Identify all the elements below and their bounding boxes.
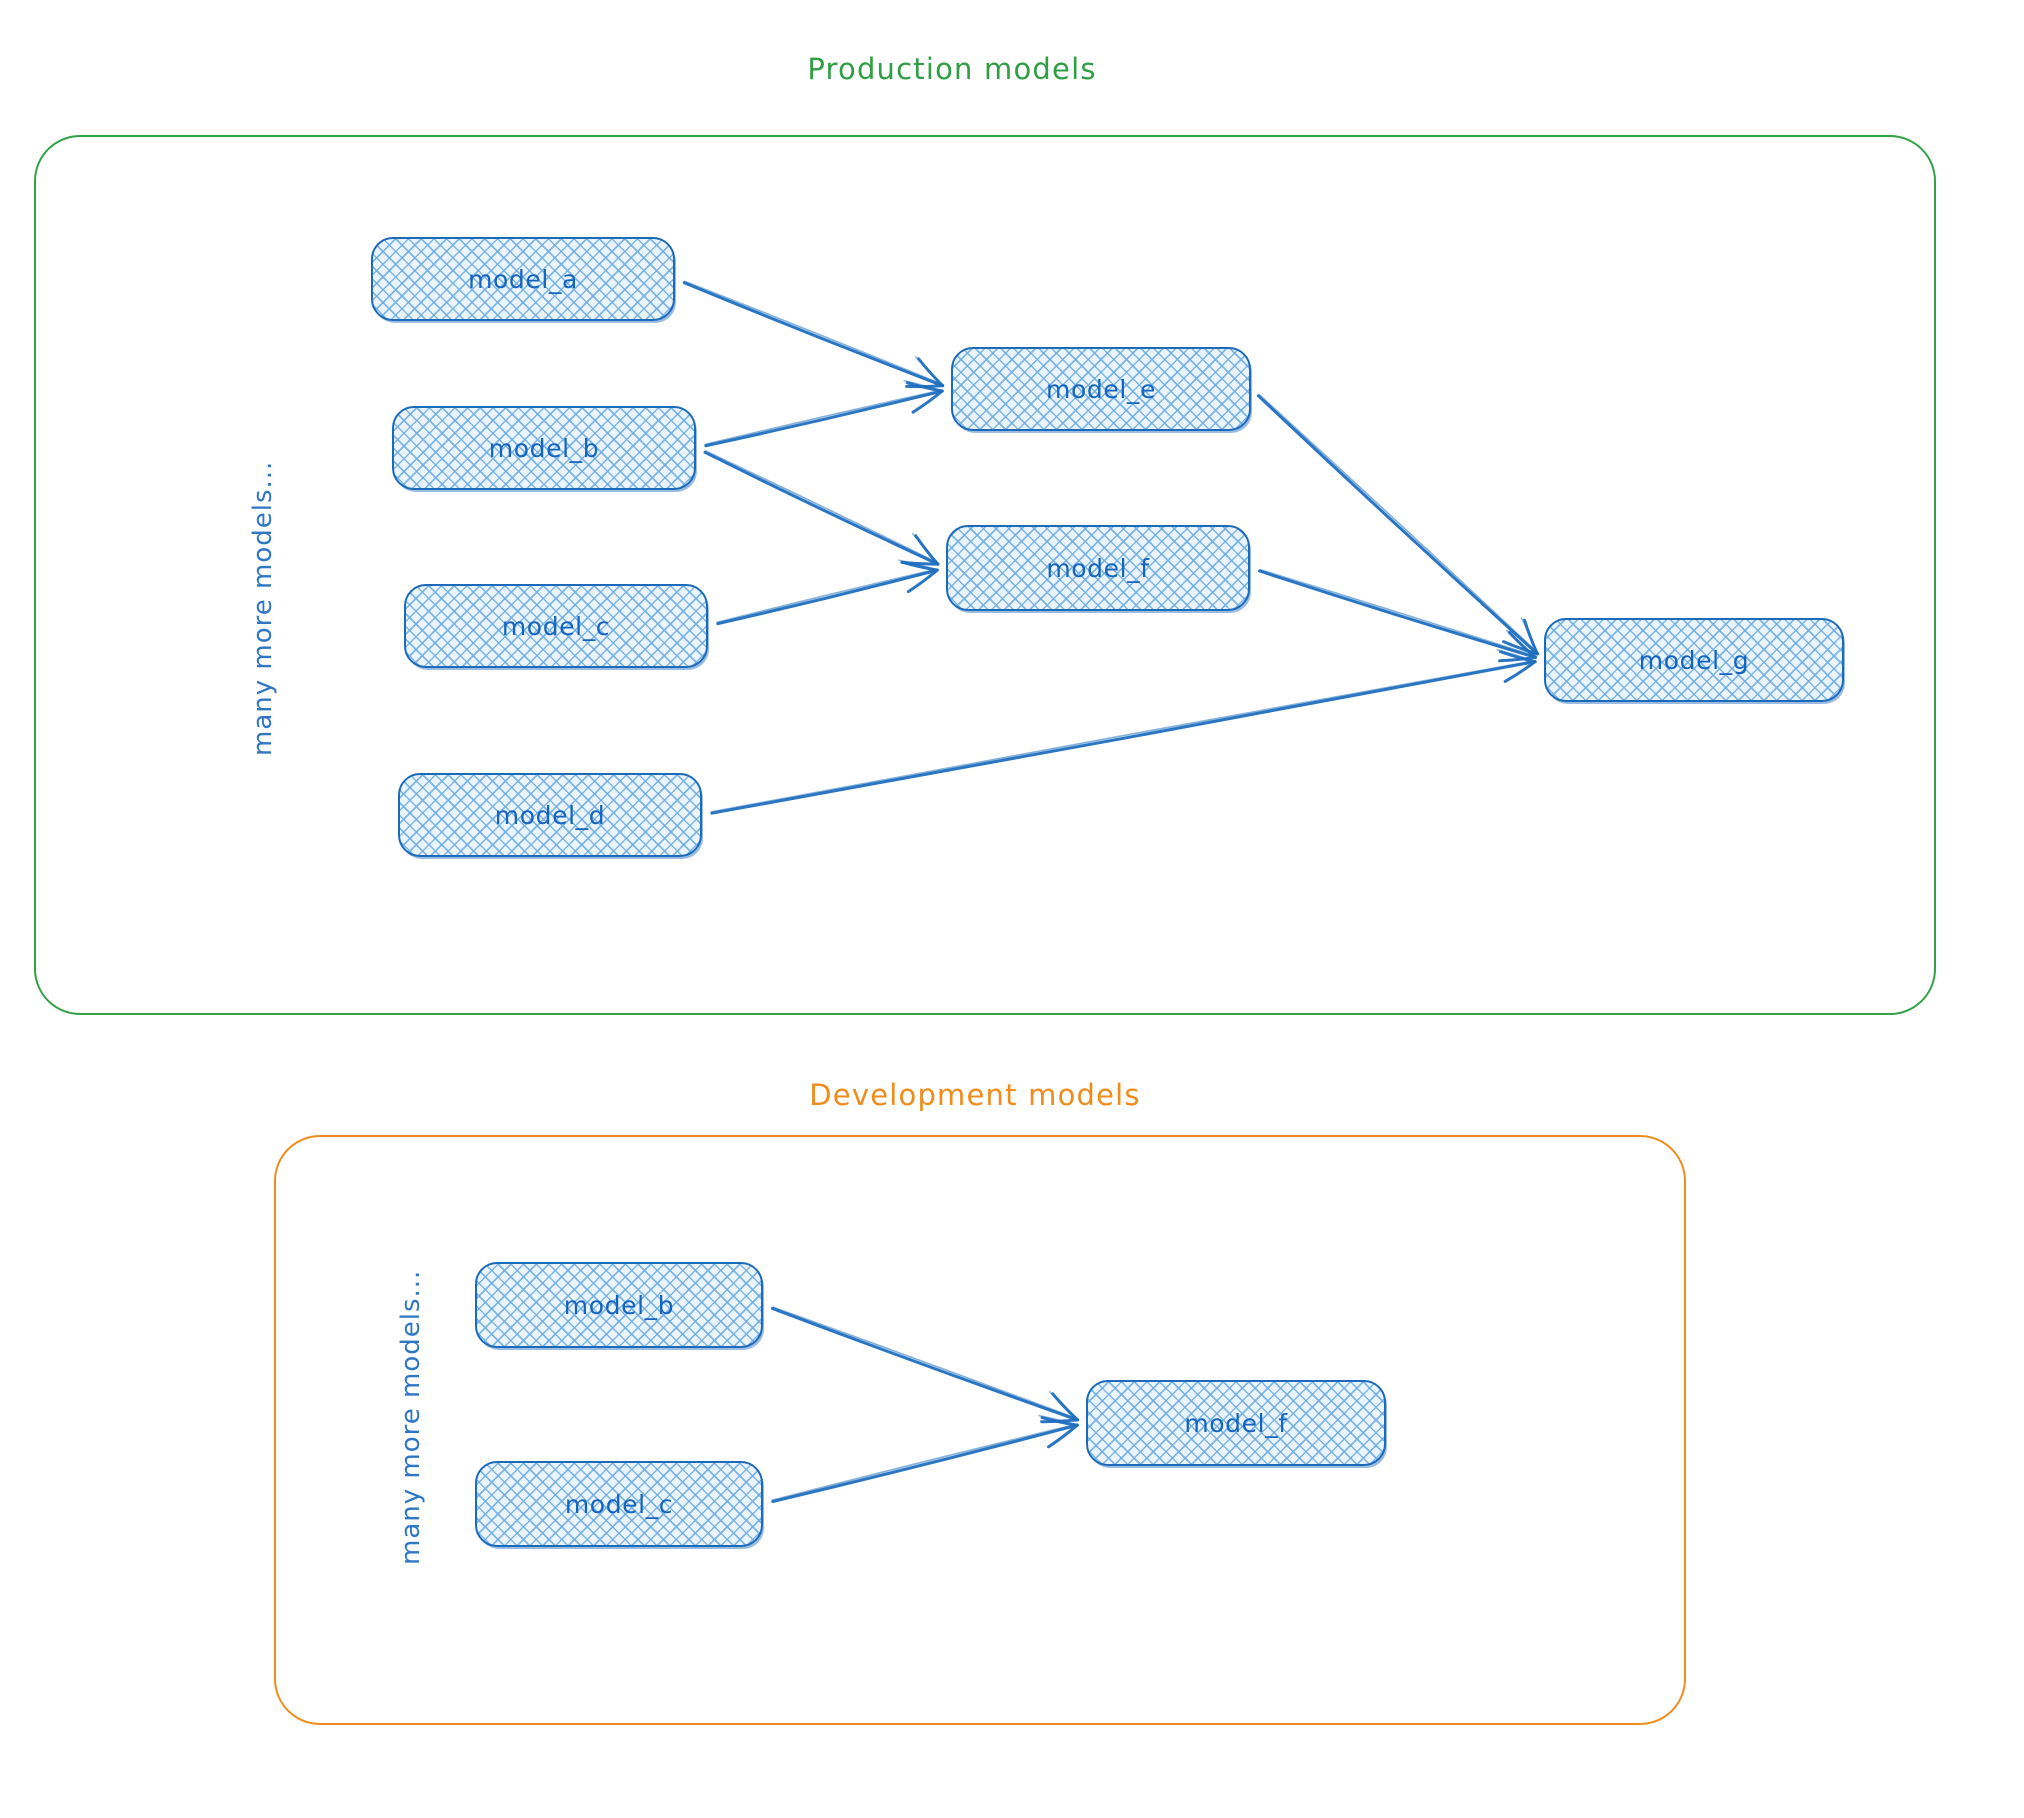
group-frame-development <box>274 1135 1686 1725</box>
model-node-prod_d[interactable]: model_d <box>398 773 702 857</box>
model-node-prod_e[interactable]: model_e <box>951 347 1251 431</box>
model-node-prod_b[interactable]: model_b <box>392 406 696 490</box>
model-node-prod_a[interactable]: model_a <box>371 237 675 321</box>
model-node-label: model_g <box>1638 645 1750 675</box>
many-more-models-note-development: many more models... <box>396 1269 426 1565</box>
model-node-prod_g[interactable]: model_g <box>1544 618 1844 702</box>
model-node-label: model_c <box>564 1489 674 1519</box>
model-node-label: model_f <box>1046 553 1150 583</box>
model-node-label: model_a <box>468 264 578 294</box>
model-node-dev_f[interactable]: model_f <box>1086 1380 1386 1466</box>
many-more-models-note-production: many more models... <box>248 460 278 756</box>
model-node-prod_c[interactable]: model_c <box>404 584 708 668</box>
model-node-label: model_f <box>1184 1408 1288 1438</box>
model-node-label: model_b <box>563 1290 675 1320</box>
model-node-label: model_c <box>501 611 611 641</box>
model-node-label: model_d <box>494 800 606 830</box>
model-node-dev_c[interactable]: model_c <box>475 1461 763 1547</box>
group-frame-production <box>34 135 1936 1015</box>
model-node-prod_f[interactable]: model_f <box>946 525 1250 611</box>
group-title-production: Production models <box>807 52 1097 86</box>
model-node-label: model_e <box>1046 374 1156 404</box>
model-node-dev_b[interactable]: model_b <box>475 1262 763 1348</box>
group-title-development: Development models <box>809 1078 1141 1112</box>
model-node-label: model_b <box>488 433 600 463</box>
